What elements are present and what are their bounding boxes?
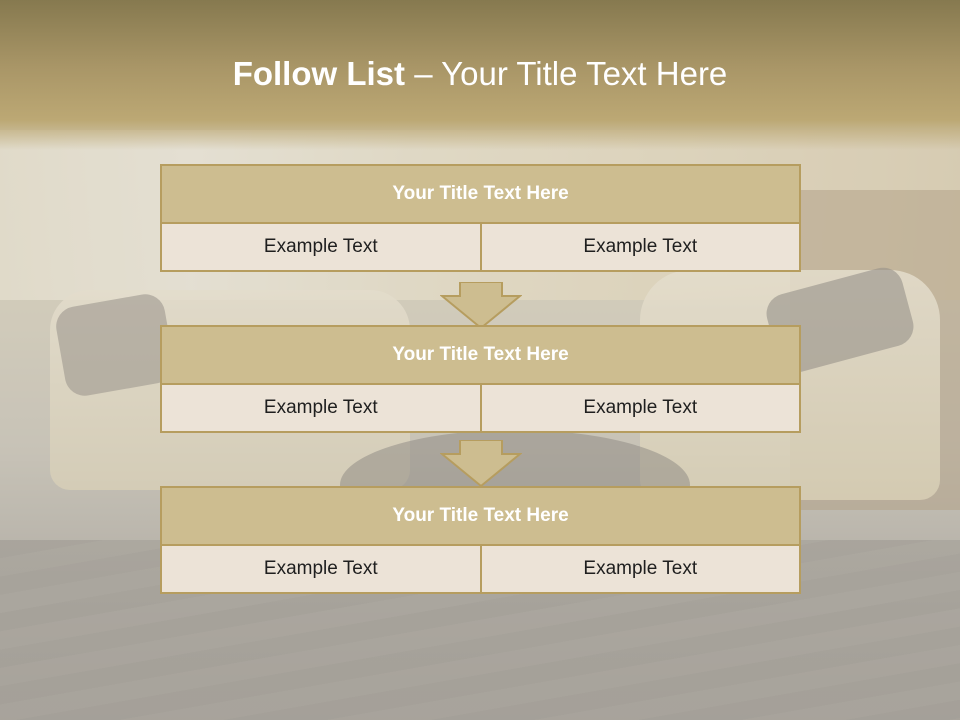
flow-block-1: Your Title Text Here Example Text Exampl…	[160, 164, 801, 272]
flow-block-cell-left: Example Text	[162, 546, 480, 592]
flow-block-cells: Example Text Example Text	[162, 546, 799, 592]
flow-block-cell-right: Example Text	[479, 224, 799, 270]
slide-title-bold: Follow List	[232, 55, 406, 92]
header-band	[0, 0, 960, 150]
flow-block-cells: Example Text Example Text	[162, 224, 799, 270]
flow-block-cell-right: Example Text	[479, 546, 799, 592]
flow-block-cells: Example Text Example Text	[162, 385, 799, 431]
flow-block-2: Your Title Text Here Example Text Exampl…	[160, 325, 801, 433]
down-arrow-icon	[440, 282, 522, 330]
slide-title: Follow List – Your Title Text Here	[0, 55, 960, 93]
flow-block-cell-right: Example Text	[479, 385, 799, 431]
flow-block-title: Your Title Text Here	[162, 488, 799, 546]
flow-block-cell-left: Example Text	[162, 224, 480, 270]
flow-block-3: Your Title Text Here Example Text Exampl…	[160, 486, 801, 594]
down-arrow-icon	[440, 440, 522, 488]
slide-title-rest: – Your Title Text Here	[405, 55, 728, 92]
flow-block-cell-left: Example Text	[162, 385, 480, 431]
flow-block-title: Your Title Text Here	[162, 166, 799, 224]
flow-block-title: Your Title Text Here	[162, 327, 799, 385]
